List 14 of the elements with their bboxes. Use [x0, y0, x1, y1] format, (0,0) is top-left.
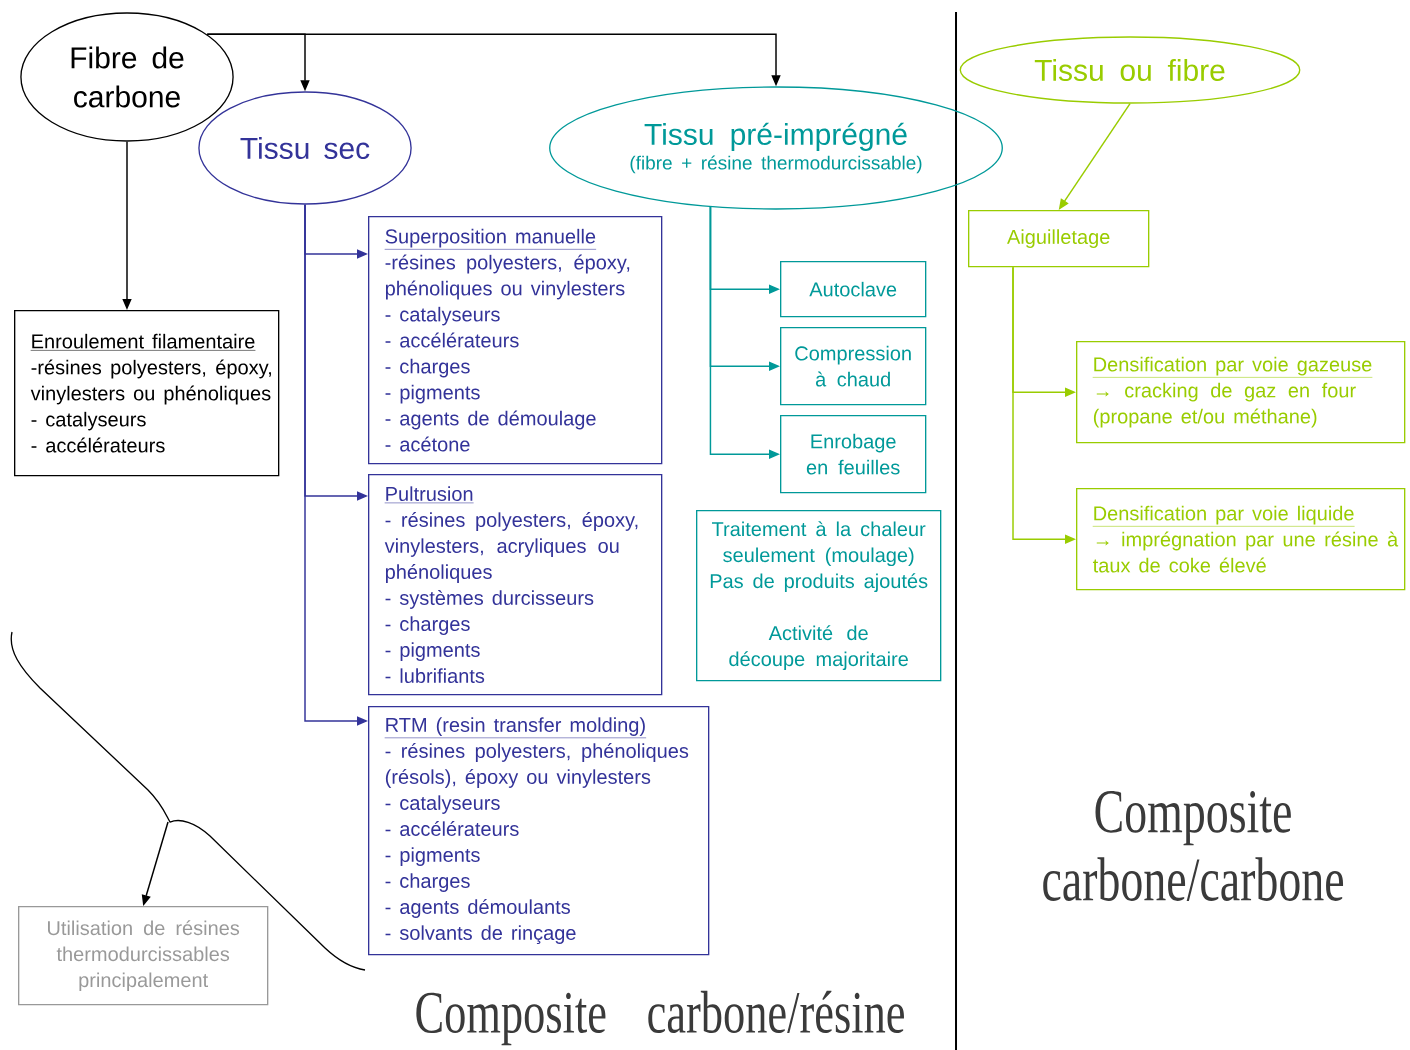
process-box: RTM (resin transfer molding) - résines polyesters, phénoliques (résols), époxy ou vinylesters - catalyseurs - accélérateurs - pigments - charges - agents démoulants - solvants de rinçage — [368, 706, 710, 956]
process-box: Pultrusion - résines polyesters, époxy, vinylesters, acryliques ou phénoliques - systèmes durcisseurs - charges - pigments - lubrifiants — [368, 474, 663, 696]
process-box: Autoclave — [780, 261, 927, 318]
note-box: Traitement à la chaleur seulement (moulage) Pas de produits ajoutés Activité de découpe majoritaire — [696, 510, 942, 682]
note-box: Utilisation de résines thermodurcissables principalement — [18, 906, 269, 1006]
process-box: Compression à chaud — [780, 327, 927, 406]
heading-text: Composite carbone/résine — [416, 990, 904, 1046]
process-box: Superposition manuelle -résines polyesters, époxy, phénoliques ou vinylesters - catalyseurs - accélérateurs - charges - pigments - agents de démoulage - acétone — [368, 216, 663, 465]
process-box: Aiguilletage — [968, 210, 1150, 268]
process-box: Enroulement filamentaire -résines polyesters, époxy, vinylesters ou phénoliques - catalyseurs - accélérateurs — [14, 310, 280, 477]
process-box: Densification par voie liquide → imprégnation par une résine à taux de coke élevé — [1076, 488, 1406, 591]
process-box: Enrobage en feuilles — [780, 415, 927, 494]
process-box: Densification par voie gazeuse → cracking de gaz en four (propane et/ou méthane) — [1076, 341, 1406, 444]
heading-text: Composite carbone/carbone — [1043, 791, 1344, 901]
